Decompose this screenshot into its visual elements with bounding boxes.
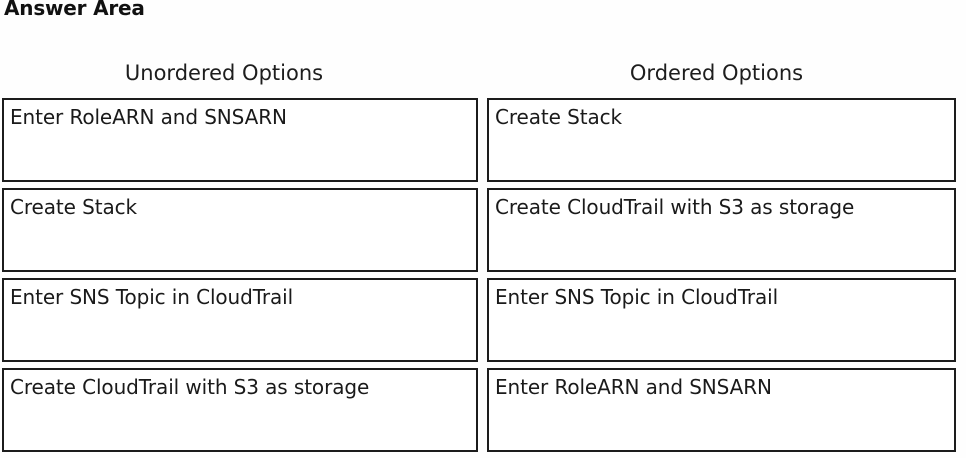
option-label: Create CloudTrail with S3 as storage [495,195,855,219]
ordered-option-1[interactable]: Create Stack [487,98,956,182]
ordered-option-3[interactable]: Enter SNS Topic in CloudTrail [487,278,956,362]
option-label: Enter RoleARN and SNSARN [495,375,772,399]
unordered-option-3[interactable]: Enter SNS Topic in CloudTrail [2,278,478,362]
option-label: Enter SNS Topic in CloudTrail [495,285,779,309]
unordered-option-1[interactable]: Enter RoleARN and SNSARN [2,98,478,182]
option-label: Create CloudTrail with S3 as storage [10,375,370,399]
option-label: Enter SNS Topic in CloudTrail [10,285,294,309]
unordered-option-2[interactable]: Create Stack [2,188,478,272]
option-label: Create Stack [10,195,137,219]
option-label: Enter RoleARN and SNSARN [10,105,287,129]
ordered-options-column: Ordered Options Create Stack Create Clou… [487,58,956,458]
unordered-option-4[interactable]: Create CloudTrail with S3 as storage [2,368,478,452]
unordered-options-header: Unordered Options [124,61,324,85]
ordered-option-2[interactable]: Create CloudTrail with S3 as storage [487,188,956,272]
page-title: Answer Area [4,0,145,20]
unordered-options-column: Unordered Options Enter RoleARN and SNSA… [2,58,478,458]
ordered-options-header: Ordered Options [629,61,804,85]
ordered-option-4[interactable]: Enter RoleARN and SNSARN [487,368,956,452]
option-label: Create Stack [495,105,622,129]
